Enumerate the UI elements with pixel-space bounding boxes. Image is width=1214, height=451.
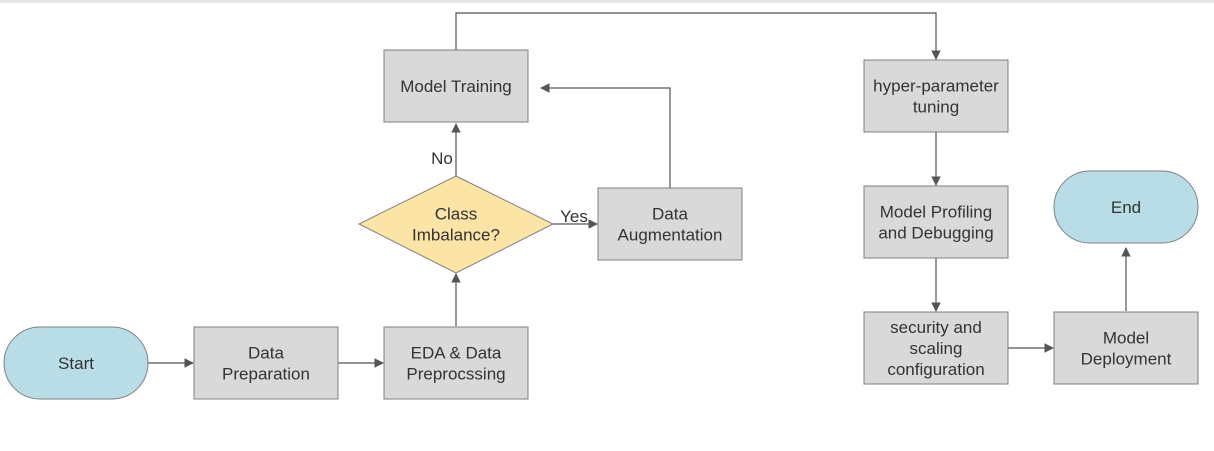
node-label-model-profiling: Model Profiling and Debugging <box>878 203 993 243</box>
top-border <box>0 0 1214 3</box>
node-model-training[interactable]: Model Training <box>383 49 529 123</box>
node-label-security-scaling: security and scaling configuration <box>887 318 984 379</box>
edges <box>148 12 1131 368</box>
label-line: Deployment <box>1081 350 1172 369</box>
node-label-end: End <box>1111 198 1141 217</box>
node-label-start: Start <box>58 354 94 373</box>
label-line: and Debugging <box>878 224 993 243</box>
label-line: scaling <box>910 339 963 358</box>
edge-label-no: No <box>431 149 453 168</box>
process-shape <box>383 326 529 400</box>
process-shape <box>863 59 1009 133</box>
label-line: Model Training <box>400 77 512 96</box>
process-shape <box>597 187 743 261</box>
node-end[interactable]: End <box>1053 170 1199 244</box>
label-line: hyper-parameter <box>873 77 999 96</box>
edge-label-yes: Yes <box>560 207 588 226</box>
label-line: tuning <box>913 98 959 117</box>
label-line: EDA & Data <box>411 344 502 363</box>
process-shape <box>863 311 1009 385</box>
edge-model-training-to-hyperparameter-tuning <box>455 12 941 60</box>
node-model-profiling[interactable]: Model Profiling and Debugging <box>863 185 1009 259</box>
label-line: Model <box>1103 329 1149 348</box>
process-shape <box>863 185 1009 259</box>
label-line: Model Profiling <box>880 203 992 222</box>
terminal-shape <box>1053 170 1199 244</box>
label-line: Data <box>652 205 688 224</box>
label-line: End <box>1111 198 1141 217</box>
label-line: security and <box>890 318 982 337</box>
label-line: Augmentation <box>618 226 723 245</box>
node-label-model-training: Model Training <box>400 77 512 96</box>
terminal-shape <box>3 326 149 400</box>
process-shape <box>193 326 339 400</box>
edge-data-augmentation-to-model-training <box>540 83 671 188</box>
process-shape <box>383 49 529 123</box>
process-shape <box>1053 311 1199 385</box>
label-line: Preparation <box>222 365 310 384</box>
label-line: Preprocssing <box>406 365 505 384</box>
decision-shape <box>357 175 555 274</box>
label-line: Class <box>435 205 478 224</box>
label-line: Start <box>58 354 94 373</box>
label-line: Imbalance? <box>412 226 500 245</box>
node-security-scaling[interactable]: security and scaling configuration <box>863 311 1009 385</box>
node-hyperparameter-tuning[interactable]: hyper-parameter tuning <box>863 59 1009 133</box>
label-line: configuration <box>887 360 984 379</box>
label-line: Data <box>248 344 284 363</box>
node-label-hyperparameter-tuning: hyper-parameter tuning <box>873 77 999 117</box>
node-start[interactable]: Start <box>3 326 149 400</box>
